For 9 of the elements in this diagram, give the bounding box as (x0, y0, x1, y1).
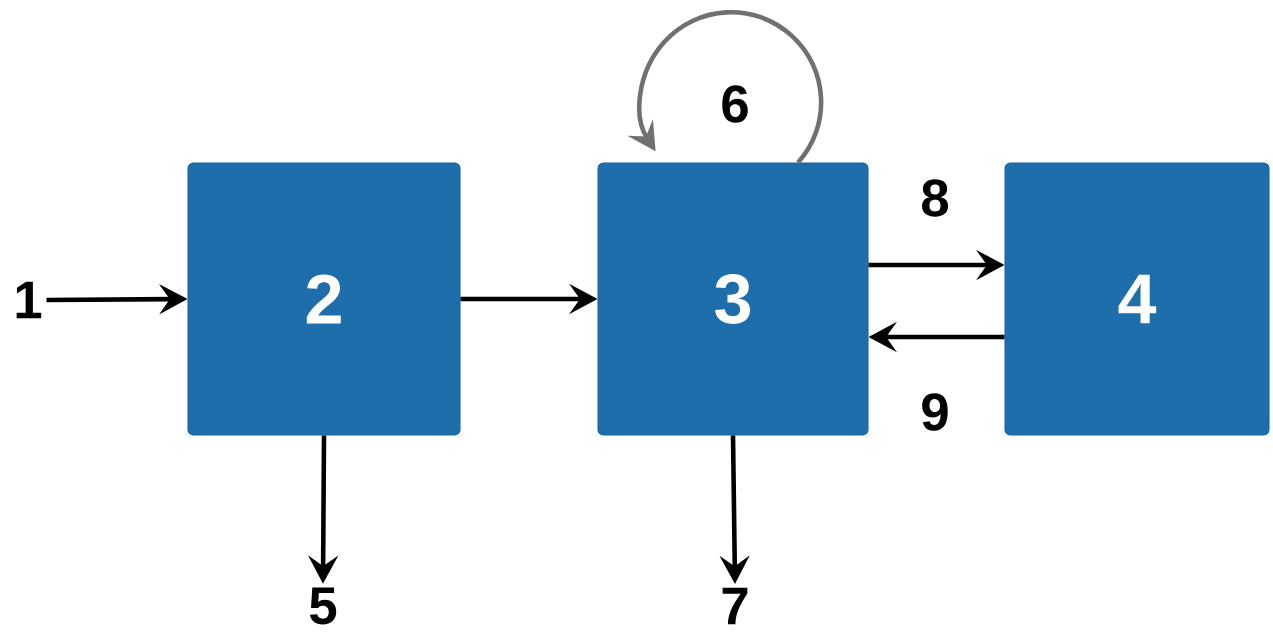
process-box: 4 (1004, 162, 1270, 436)
number-label: 5 (309, 587, 337, 625)
number-label: 1 (16, 281, 42, 319)
process-box: 2 (187, 162, 461, 436)
process-box: 3 (597, 162, 869, 436)
number-label: 7 (722, 587, 748, 625)
edge-label: 6 (718, 83, 752, 125)
edge-label: 9 (918, 391, 952, 433)
edge-label: 8 (918, 177, 952, 219)
